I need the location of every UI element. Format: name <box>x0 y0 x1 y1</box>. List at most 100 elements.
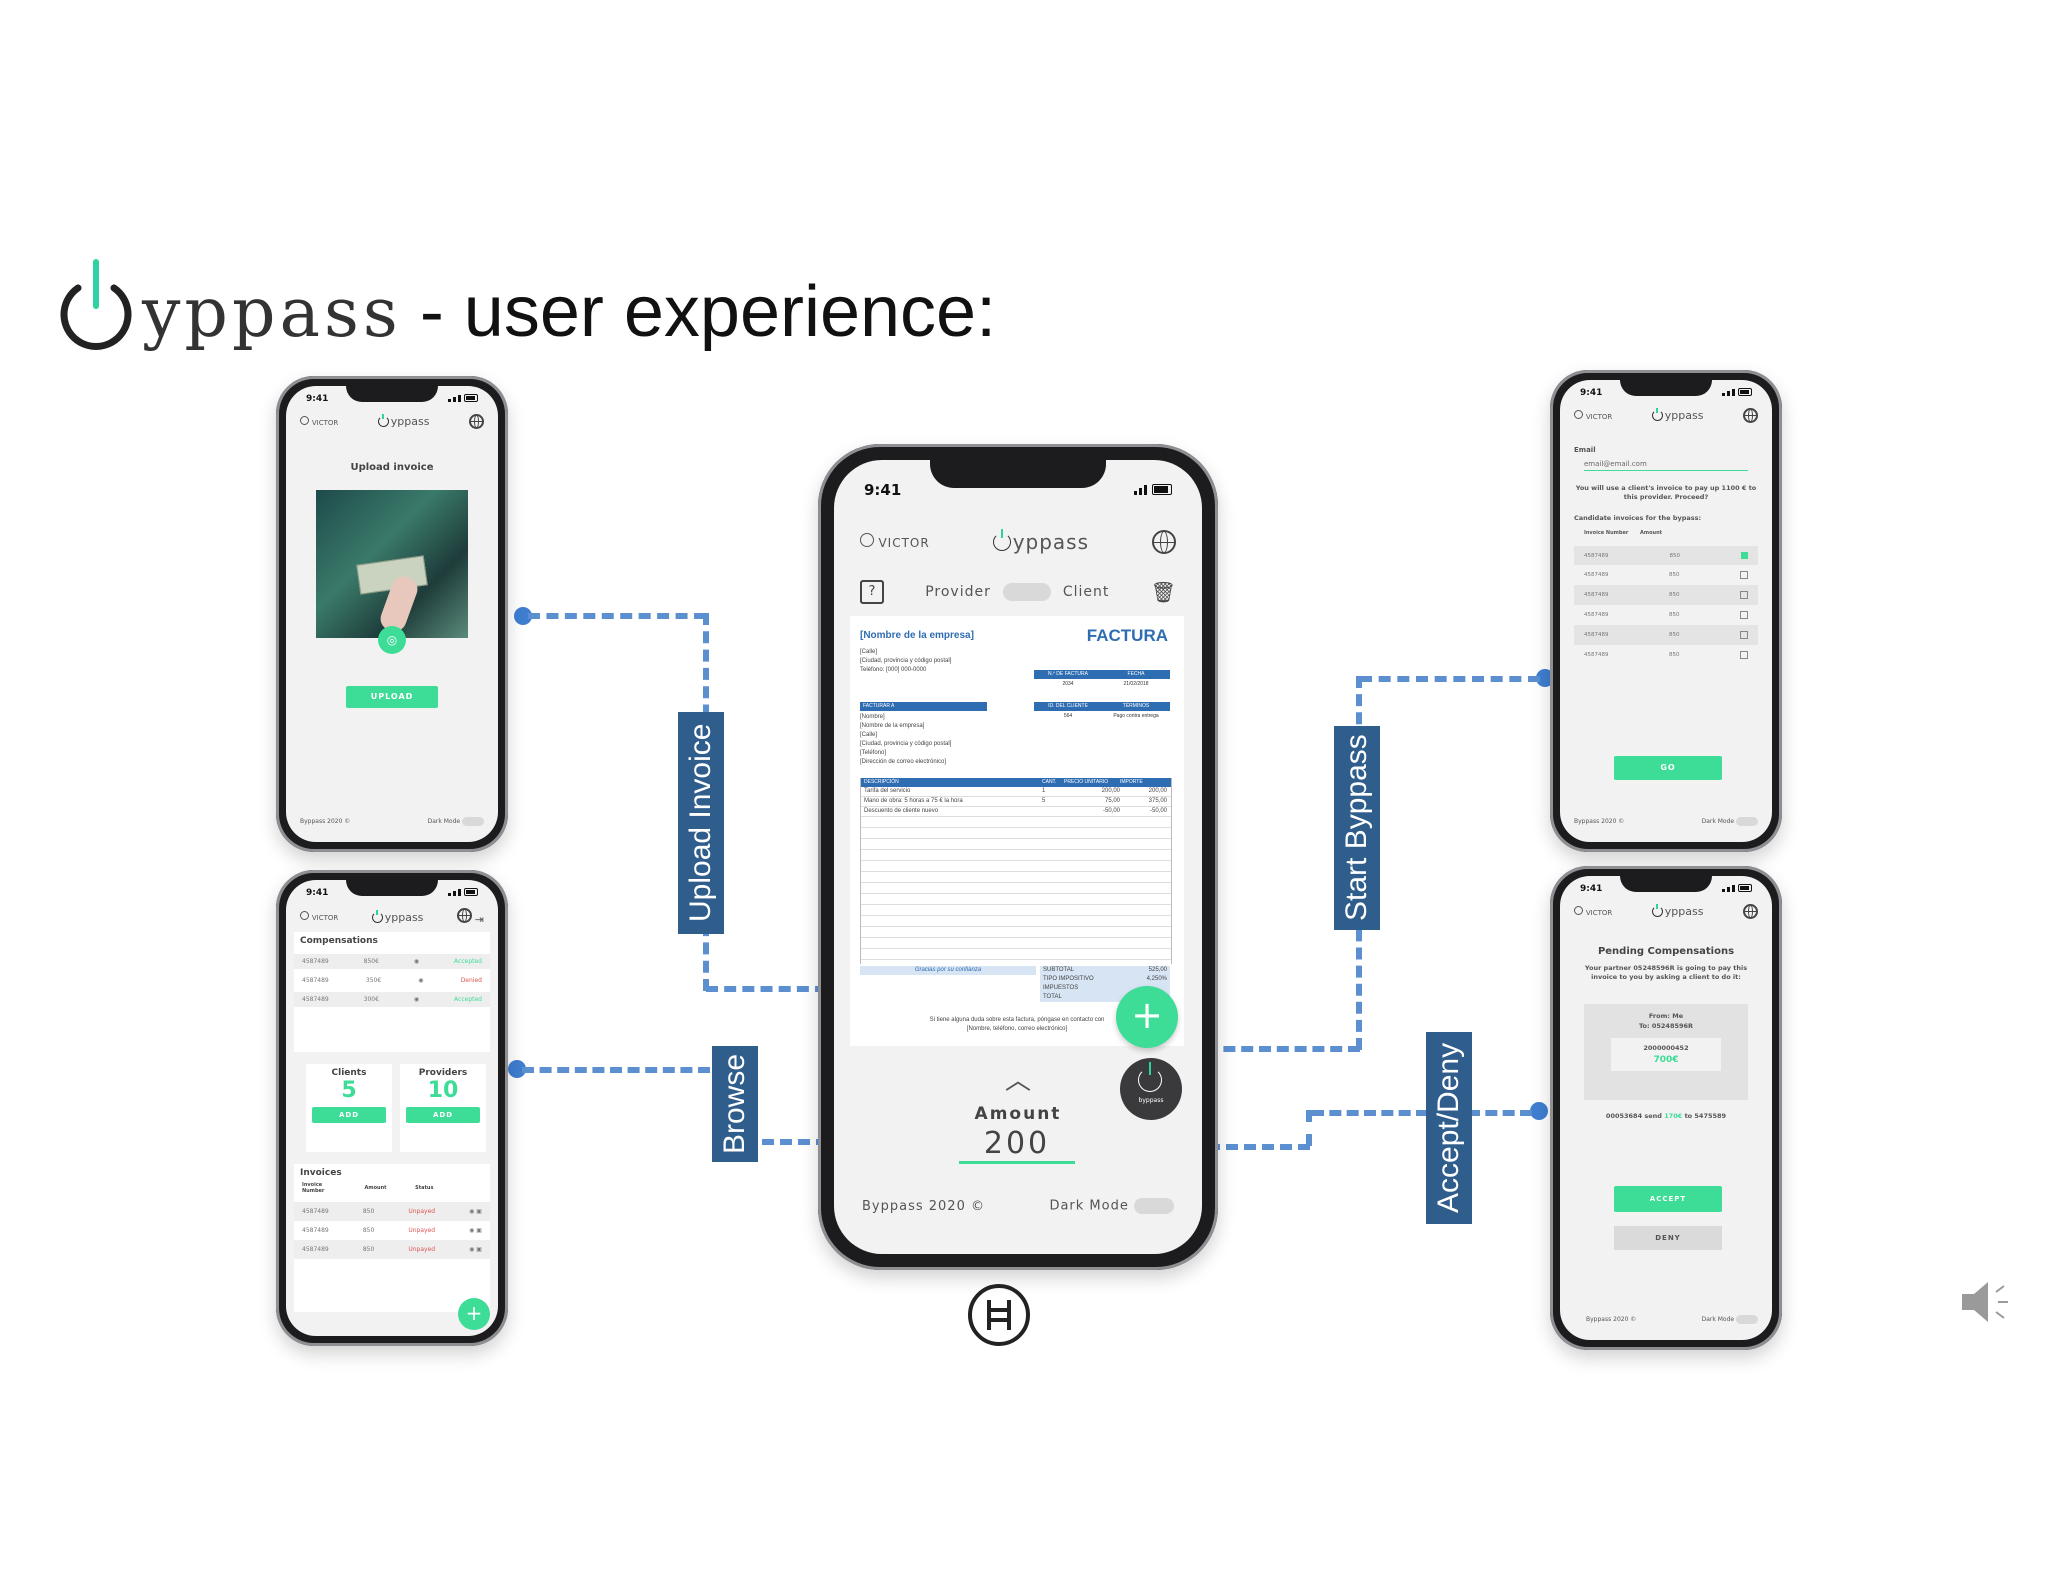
invoice-box: 2000000452 700€ <box>1611 1038 1721 1071</box>
view-icon: ◉ <box>413 958 420 965</box>
dark-mode-toggle[interactable] <box>1134 1198 1174 1214</box>
amount-label: Amount <box>974 1104 1062 1124</box>
footer-copyright: Byppass 2020 © <box>862 1198 985 1214</box>
add-fab[interactable]: + <box>1116 986 1178 1048</box>
checkbox[interactable] <box>1740 591 1748 599</box>
power-logo-icon <box>56 258 136 350</box>
view-icon: ◉ <box>418 977 424 984</box>
upload-heading: Upload invoice <box>350 462 434 473</box>
dark-mode-control: Dark Mode <box>1702 817 1758 826</box>
app-logo: yppass <box>1651 905 1703 918</box>
to-text: To: 05248596R <box>1638 1022 1694 1030</box>
connector-line <box>1306 1110 1312 1146</box>
user-icon <box>300 415 309 425</box>
view-icon: ◉ <box>413 996 420 1003</box>
send-instruction: 00053684 send 170€ to 5475589 <box>1605 1112 1727 1120</box>
invoice-amount: 700€ <box>1653 1055 1679 1065</box>
provider-client-toggle[interactable] <box>1002 583 1051 601</box>
power-icon <box>1138 1068 1162 1092</box>
globe-icon[interactable] <box>1152 530 1176 554</box>
plus-icon: + <box>465 1301 483 1325</box>
status-icons <box>1721 387 1752 399</box>
add-client-button[interactable]: ADD <box>312 1107 386 1123</box>
from-text: From: Me <box>1648 1012 1684 1020</box>
dark-mode-toggle[interactable] <box>1736 1315 1758 1324</box>
providers-card: Providers 10 ADD <box>400 1064 486 1152</box>
invoice-document: [Nombre de la empresa] FACTURA [Calle] [… <box>850 616 1184 1046</box>
trash-icon: 🗑 <box>1150 580 1176 604</box>
pending-screen: 9:41 VICTOR yppass Pending Compensations… <box>1560 876 1772 1340</box>
battery-icon <box>1152 484 1172 495</box>
amount-input[interactable]: 200 <box>959 1126 1075 1164</box>
email-input[interactable]: email@email.com <box>1584 460 1748 471</box>
checkbox[interactable] <box>1740 571 1748 579</box>
user-button[interactable]: VICTOR <box>300 415 338 428</box>
status-icons <box>447 393 478 405</box>
status-time: 9:41 <box>306 888 329 898</box>
globe-icon[interactable] <box>456 908 472 923</box>
chevron-up-icon[interactable]: ︿ <box>1004 1066 1031 1096</box>
user-button[interactable]: VICTOR <box>300 911 338 923</box>
dark-mode-control: Dark Mode <box>1049 1198 1174 1214</box>
user-button[interactable]: VICTOR <box>1574 905 1612 918</box>
trash-button[interactable]: 🗑 <box>1151 580 1176 604</box>
bill-to-header: FACTURAR A <box>860 702 987 711</box>
invoice-footer-note: Si tiene alguna duda sobre esta factura,… <box>929 1017 1105 1023</box>
logout-icon[interactable]: ⇥ <box>474 913 484 926</box>
globe-icon[interactable] <box>1742 904 1758 919</box>
accept-button[interactable]: ACCEPT <box>1614 1186 1722 1212</box>
power-icon <box>1651 906 1663 917</box>
checkbox[interactable] <box>1740 651 1748 659</box>
upload-button[interactable]: UPLOAD <box>346 686 438 708</box>
invoice-address-line: Teléfono: [000] 000-0000 <box>860 667 927 673</box>
help-button[interactable]: ? <box>860 580 884 604</box>
add-provider-button[interactable]: ADD <box>406 1107 480 1123</box>
pending-message: Your partner 05248596R is going to pay t… <box>1584 964 1748 981</box>
provider-label: Provider <box>925 584 991 600</box>
connector-line <box>528 613 706 619</box>
dark-mode-toggle[interactable] <box>1736 817 1758 826</box>
power-icon <box>377 416 389 427</box>
main-screen: 9:41 VICTOR yppass ? Provider Client 🗑 [… <box>834 460 1202 1254</box>
connector-dot <box>1536 669 1554 687</box>
candidates-label: Candidate invoices for the bypass: <box>1574 514 1702 522</box>
battery-icon <box>1738 883 1752 892</box>
dark-mode-toggle[interactable] <box>462 817 484 826</box>
status-icons <box>1133 481 1172 499</box>
speaker-icon[interactable] <box>1956 1272 2016 1332</box>
power-icon <box>1651 410 1663 421</box>
clients-card: Clients 5 ADD <box>306 1064 392 1152</box>
checkbox[interactable] <box>1740 631 1748 639</box>
checkbox-checked[interactable] <box>1741 552 1748 559</box>
go-button[interactable]: GO <box>1614 756 1722 780</box>
user-button[interactable]: VICTOR <box>860 533 930 551</box>
add-invoice-fab[interactable]: + <box>458 1298 490 1330</box>
invoice-address-line: [Calle] <box>860 649 878 655</box>
brand-name: yppass <box>142 274 402 353</box>
status-icons <box>447 887 478 899</box>
globe-icon[interactable] <box>1742 408 1758 423</box>
role-switch: Provider Client <box>925 583 1109 601</box>
footer-copyright: Byppass 2020 © <box>1574 818 1625 825</box>
deny-button[interactable]: DENY <box>1614 1226 1722 1250</box>
user-icon <box>300 911 309 920</box>
bypass-button[interactable]: byppass <box>1120 1058 1182 1120</box>
status-time: 9:41 <box>1580 388 1603 398</box>
globe-icon[interactable] <box>468 414 484 429</box>
user-button[interactable]: VICTOR <box>1574 409 1612 422</box>
camera-button[interactable]: ◎ <box>378 626 406 654</box>
checkbox[interactable] <box>1740 611 1748 619</box>
